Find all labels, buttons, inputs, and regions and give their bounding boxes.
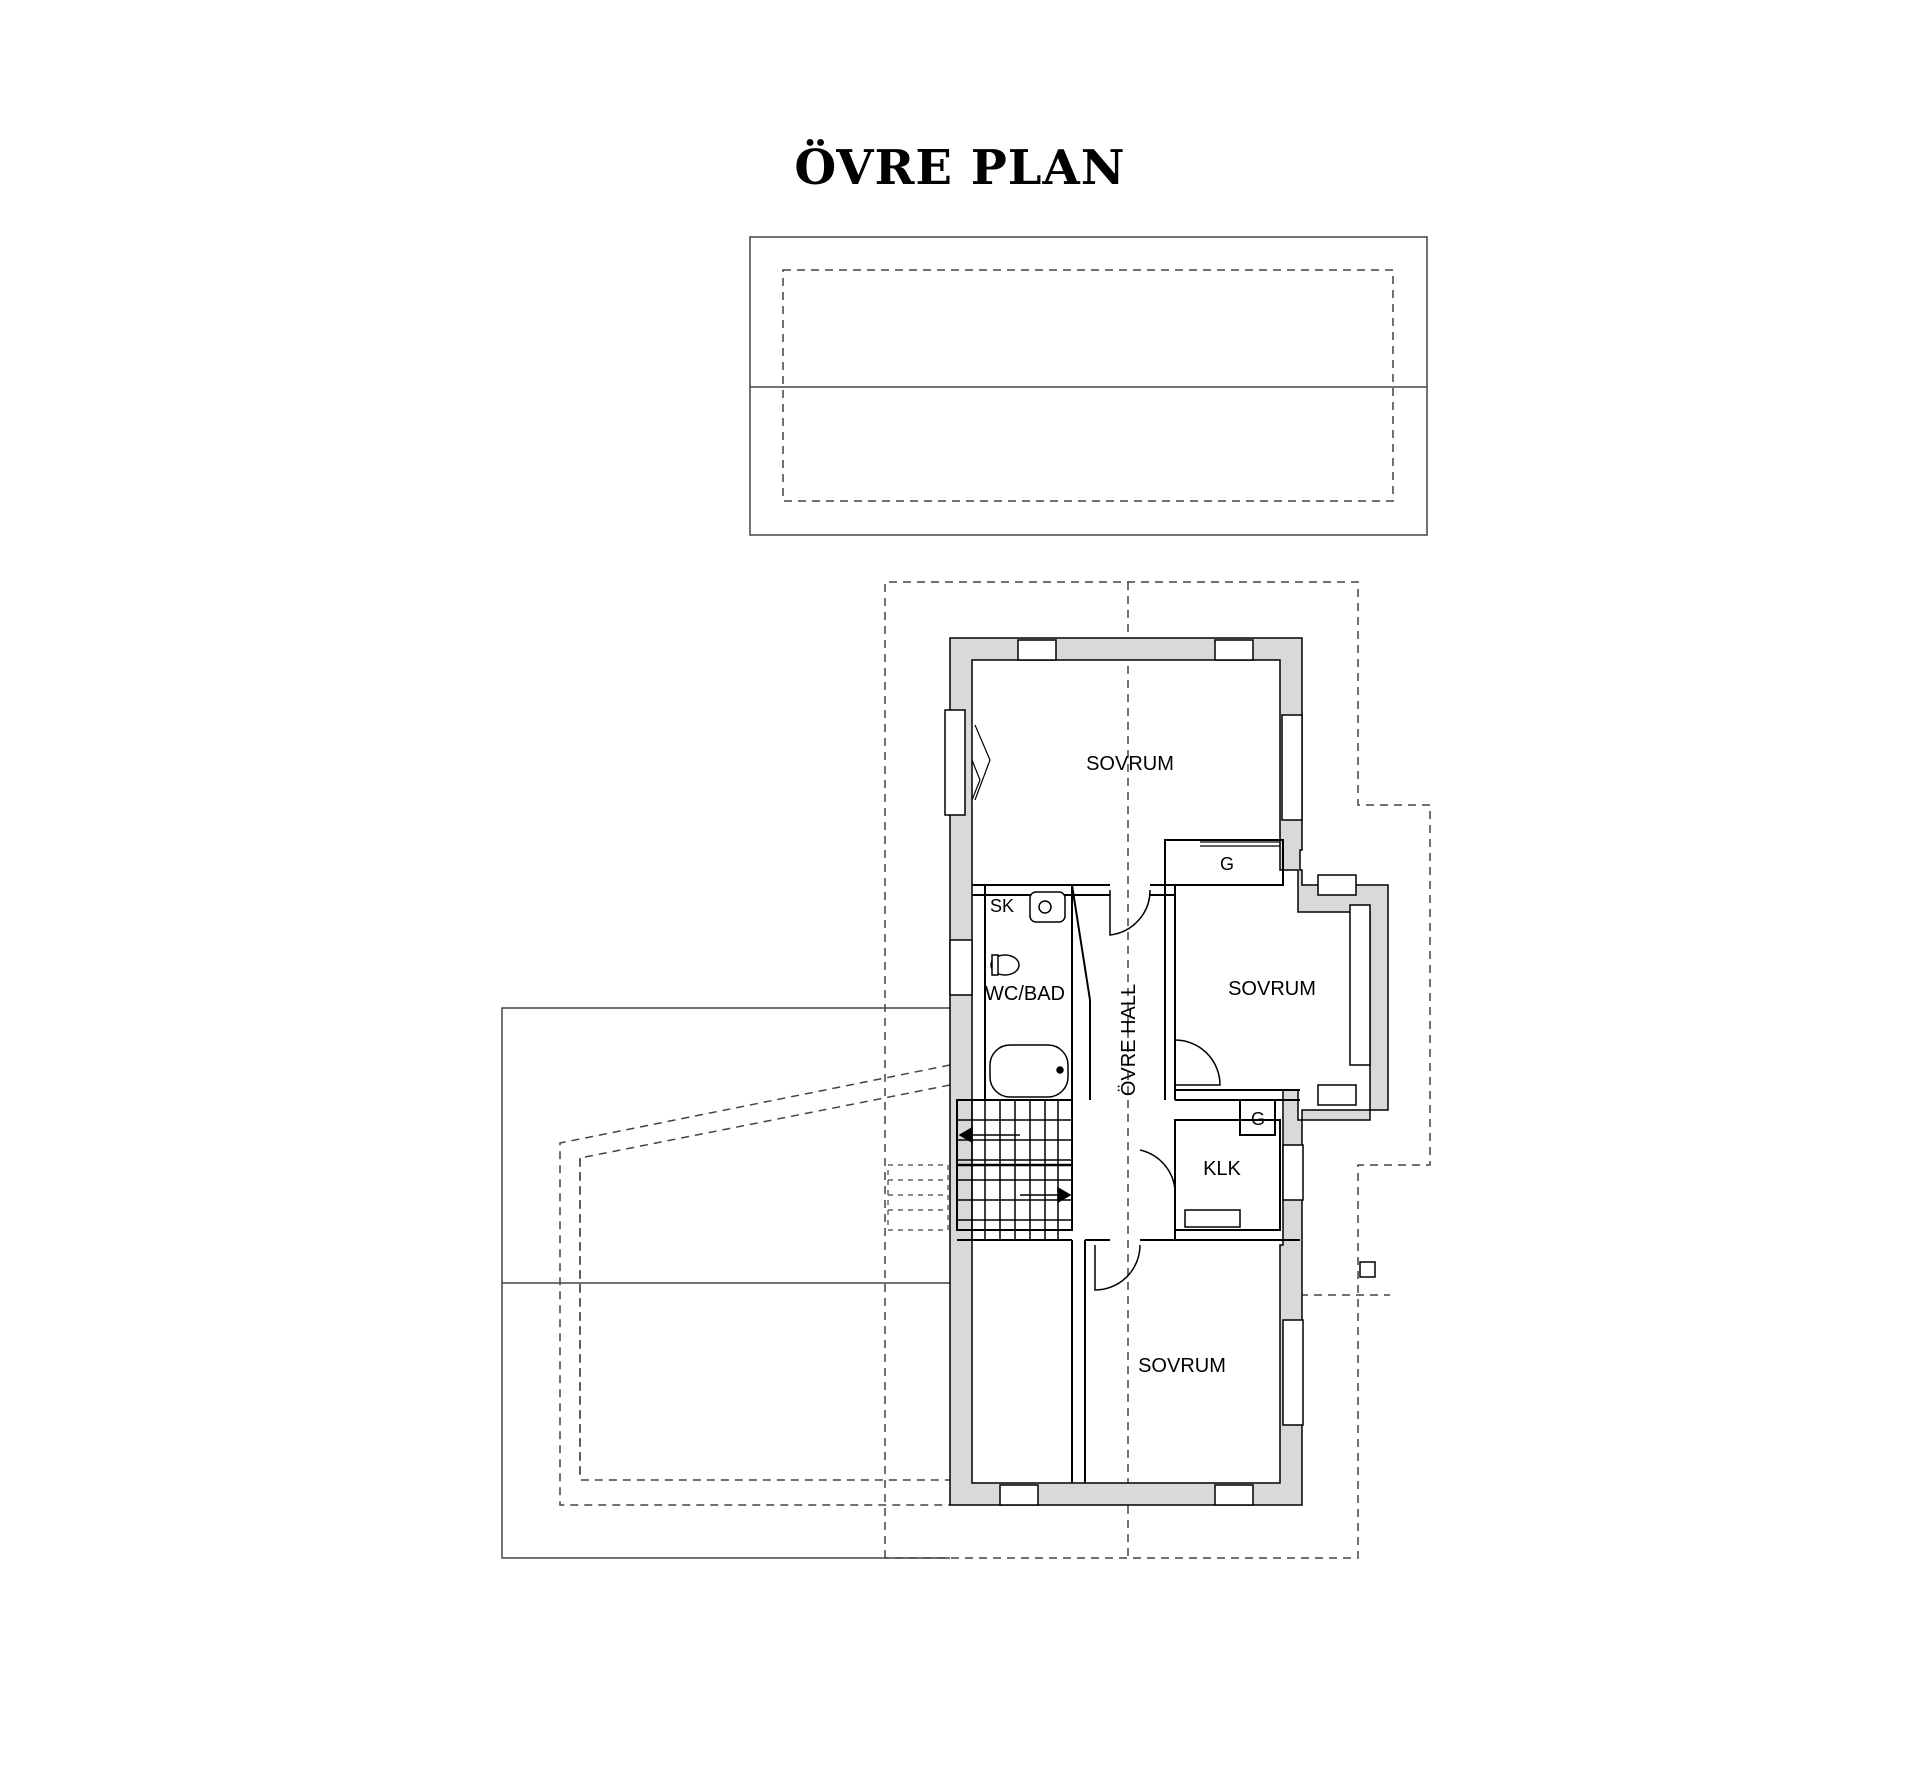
room-label-sk: SK	[990, 896, 1014, 916]
room-label-klk: KLK	[1203, 1158, 1241, 1180]
roof-outline-main	[884, 581, 1431, 1559]
windows	[944, 639, 1371, 1506]
room-label-sovrum-top: SOVRUM	[1086, 753, 1174, 775]
room-label-wc-bad: WC/BAD	[985, 983, 1065, 1005]
room-label-g-top: G	[1220, 854, 1234, 874]
closet-door	[971, 724, 1280, 847]
fixtures	[989, 891, 1376, 1278]
room-label-hall: ÖVRE HALL	[1118, 984, 1140, 1096]
doors	[1094, 889, 1221, 1291]
page-title: ÖVRE PLAN	[794, 140, 1126, 196]
roof-outline-top	[749, 236, 1428, 536]
stair-outside	[887, 1164, 949, 1231]
roof-outline-left	[501, 1007, 951, 1559]
stair-treads	[957, 1100, 1072, 1240]
room-label-g-mid: G	[1251, 1109, 1265, 1129]
room-label-sovrum-bottom: SOVRUM	[1138, 1355, 1226, 1377]
room-label-sovrum-mid: SOVRUM	[1228, 978, 1316, 1000]
